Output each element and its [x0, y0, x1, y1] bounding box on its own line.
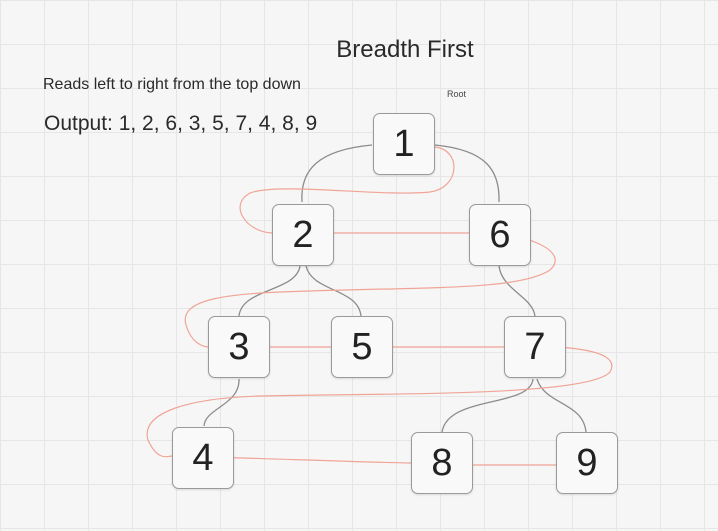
tree-node-8[interactable]: 8: [411, 432, 473, 494]
edge-2-3: [238, 265, 301, 317]
root-label: Root: [447, 89, 467, 99]
tree-node-3[interactable]: 3: [208, 316, 270, 378]
traversal-path: [146, 146, 613, 466]
tree-node-5[interactable]: 5: [331, 316, 393, 378]
tree-node-6[interactable]: 6: [469, 204, 531, 266]
tree-node-1[interactable]: 1: [373, 113, 435, 175]
tree-node-7[interactable]: 7: [504, 316, 566, 378]
edge-6-7: [498, 265, 536, 317]
tree-node-9[interactable]: 9: [556, 432, 618, 494]
edge-3-4: [203, 378, 240, 427]
diagram-subtitle: Reads left to right from the top down: [43, 76, 301, 93]
edge-1-2: [301, 144, 373, 203]
tree-node-4[interactable]: 4: [172, 427, 234, 489]
edge-1-6: [434, 144, 500, 203]
tree-node-2[interactable]: 2: [272, 204, 334, 266]
diagram-title: Breadth First: [336, 36, 474, 63]
edge-7-8: [441, 378, 534, 433]
edge-7-9: [536, 378, 587, 433]
output-sequence: Output: 1, 2, 6, 3, 5, 7, 4, 8, 9: [44, 112, 318, 135]
